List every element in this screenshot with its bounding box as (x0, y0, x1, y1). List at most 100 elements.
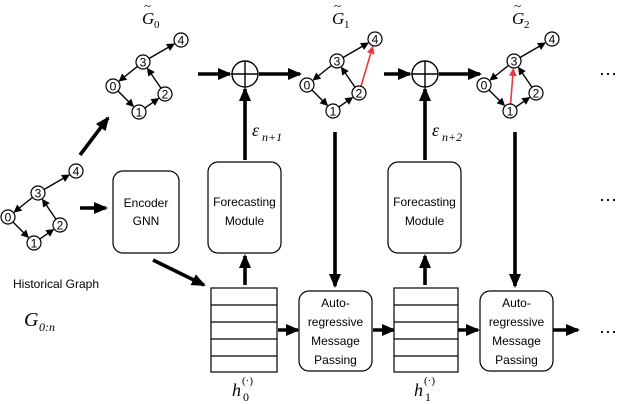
svg-text:0: 0 (243, 390, 249, 404)
h1-label: h 1 (·) (414, 375, 435, 404)
node-label-4: 4 (549, 33, 556, 47)
edge-1-2 (144, 97, 160, 109)
svg-text:Auto-: Auto- (502, 296, 531, 310)
h0-label: h 0 (·) (232, 375, 253, 404)
svg-text:~: ~ (334, 0, 341, 13)
svg-text:Passing: Passing (495, 353, 538, 367)
svg-text:0:n: 0:n (39, 320, 55, 334)
edge-2-3 (340, 66, 356, 88)
node-label-2: 2 (162, 88, 169, 102)
node-label-3: 3 (334, 55, 341, 69)
node-label-0: 0 (110, 80, 117, 94)
node-label-1: 1 (31, 237, 38, 251)
edge-3-0 (118, 65, 138, 82)
ellipsis-bottom: ⋯ (599, 322, 617, 342)
svg-text:Forecasting: Forecasting (213, 195, 276, 209)
node-4 (173, 32, 189, 48)
svg-text:G: G (332, 9, 344, 28)
svg-text:1: 1 (344, 19, 350, 31)
svg-text:Message: Message (311, 334, 360, 348)
edge-1-2 (338, 96, 354, 108)
node-1 (325, 103, 341, 119)
edge-3-0 (312, 64, 332, 81)
node-label-3: 3 (140, 56, 147, 70)
forecasting-module-2: Forecasting Module (387, 161, 462, 254)
node-label-2: 2 (356, 87, 363, 101)
autoregressive-mp-box-1: Auto- regressive Message Passing (298, 290, 373, 372)
ellipsis-middle: ⋯ (599, 190, 617, 210)
node-1 (26, 235, 42, 251)
g0n-label: G 0:n (24, 309, 55, 334)
svg-text:Forecasting: Forecasting (393, 195, 456, 209)
node-0 (299, 77, 315, 93)
node-3 (30, 185, 46, 201)
svg-text:Message: Message (492, 334, 541, 348)
arrow-encoder-to-h0 (152, 258, 206, 287)
node-4 (68, 163, 84, 179)
arrow-hist-to-g0 (78, 116, 110, 157)
svg-text:1: 1 (425, 390, 431, 404)
svg-text:Auto-: Auto- (321, 296, 350, 310)
node-label-1: 1 (136, 106, 143, 120)
svg-text:G: G (142, 9, 154, 28)
edge-3-4 (43, 174, 70, 191)
svg-text:regressive: regressive (308, 315, 364, 329)
node-label-2: 2 (533, 87, 540, 101)
encoder-gnn-box: Encoder GNN (112, 170, 180, 254)
edge-2-3 (146, 67, 162, 89)
node-3 (506, 53, 522, 69)
svg-text:0: 0 (154, 19, 160, 31)
node-label-0: 0 (5, 211, 12, 225)
svg-text:(·): (·) (242, 375, 253, 387)
node-4 (544, 31, 560, 47)
svg-text:ε: ε (252, 120, 260, 140)
node-label-2: 2 (57, 219, 64, 233)
edge-0-1 (117, 90, 135, 108)
svg-text:(·): (·) (424, 375, 435, 387)
svg-text:Module: Module (405, 214, 445, 228)
edge-1-2 (39, 228, 55, 240)
node-0 (105, 78, 121, 94)
svg-text:ε: ε (432, 120, 440, 140)
flow-arrows (78, 68, 580, 336)
autoregressive-mp-box-2: Auto- regressive Message Passing (479, 290, 554, 372)
edge-3-4 (148, 43, 175, 60)
svg-text:~: ~ (144, 0, 151, 13)
node-label-1: 1 (330, 105, 337, 119)
node-label-0: 0 (304, 79, 311, 93)
node-3 (135, 54, 151, 70)
ellipsis-top: ⋯ (599, 64, 617, 84)
node-0 (476, 77, 492, 93)
edge-3-4 (519, 42, 546, 59)
graph-title-g1: G ~ 1 (332, 0, 350, 31)
svg-text:~: ~ (514, 0, 521, 13)
svg-text:G: G (512, 9, 524, 28)
svg-text:regressive: regressive (489, 315, 545, 329)
edge-3-0 (13, 196, 33, 213)
node-3 (329, 53, 345, 69)
svg-text:GNN: GNN (133, 214, 160, 228)
edge-1-2 (515, 96, 531, 108)
node-0 (0, 209, 16, 225)
historical-graph-label: Historical Graph (13, 277, 99, 291)
svg-text:n+1: n+1 (262, 130, 282, 144)
edge-2-3 (41, 198, 57, 220)
node-label-4: 4 (372, 33, 379, 47)
edge-2-3 (517, 66, 533, 88)
forecasting-module-1: Forecasting Module (207, 161, 282, 254)
svg-text:h: h (232, 380, 241, 400)
edge-3-4 (342, 42, 369, 59)
edge-3-0 (489, 64, 509, 81)
node-label-0: 0 (481, 79, 488, 93)
graph-title-g2: G ~ 2 (512, 0, 530, 31)
epsilon-label-1: ε n+1 (252, 120, 282, 144)
svg-text:2: 2 (524, 19, 530, 31)
graph-g1: 0 1 2 3 4 (299, 31, 383, 119)
edge-0-1 (311, 89, 329, 107)
edge-0-1 (12, 221, 30, 239)
predicted-edge-1-3 (508, 67, 517, 105)
